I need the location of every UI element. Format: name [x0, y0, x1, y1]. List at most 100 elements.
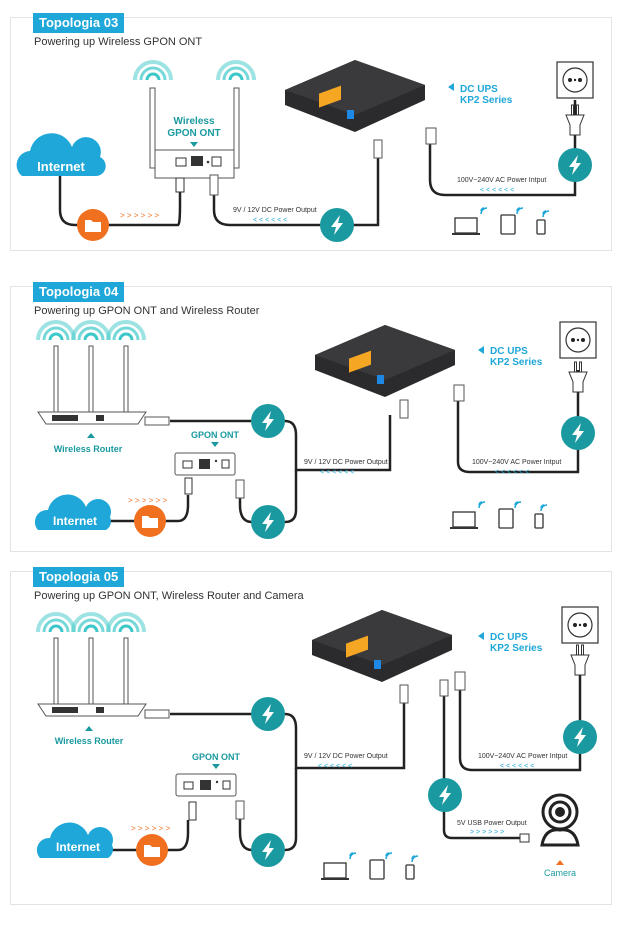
- dc-ups-label-line1: DC UPS: [490, 632, 528, 643]
- gpon-ont-icon: [174, 452, 236, 476]
- panel-subtitle: Powering up GPON ONT and Wireless Router: [34, 305, 260, 317]
- dc-output-label: 9V / 12V DC Power Output: [304, 459, 388, 466]
- lightning-bolt-icon: [561, 416, 595, 450]
- dc-flow-arrows: < < < < < <: [253, 217, 287, 224]
- panel-subtitle: Powering up GPON ONT, Wireless Router an…: [34, 590, 304, 602]
- dc-output-label: 9V / 12V DC Power Output: [304, 753, 388, 760]
- dc-flow-arrows: < < < < < <: [318, 763, 352, 770]
- data-flow-arrows: > > > > > >: [120, 211, 159, 220]
- dc-plug-icon: [144, 416, 170, 426]
- data-flow-arrows: > > > > > >: [128, 496, 167, 505]
- internet-label: Internet: [53, 514, 97, 528]
- folder-icon: [134, 505, 166, 537]
- usb-output-label: 5V USB Power Output: [457, 820, 527, 827]
- dc-plug-icon: [373, 139, 383, 159]
- ac-input-cable: [458, 655, 582, 772]
- gpon-ont-label: GPON ONT: [191, 430, 240, 440]
- arrow-up-icon: [85, 726, 93, 731]
- ethernet-plug-icon: [188, 801, 197, 821]
- wireless-gpon-label-line1: Wireless: [173, 116, 214, 127]
- power-outlet-icon: [561, 606, 599, 644]
- folder-icon: [136, 834, 168, 866]
- internet-label: Internet: [56, 840, 100, 854]
- panel-badge: Topologia 04: [33, 282, 125, 302]
- ac-connector-icon: [453, 384, 465, 402]
- panel-topologia-03: Topologia 03 Powering up Wireless GPON O…: [10, 13, 612, 251]
- ac-connector-icon: [425, 127, 437, 145]
- dc-plug-icon: [399, 399, 409, 419]
- dc-plug-icon: [144, 709, 170, 719]
- arrow-down-icon: [212, 764, 220, 769]
- ac-input-label: 100V~240V AC Power Intput: [472, 459, 561, 466]
- arrow-left-icon: [478, 632, 484, 640]
- power-outlet-icon: [559, 321, 597, 359]
- dc-ups-icon: [315, 325, 455, 397]
- dc-ups-icon: [312, 610, 452, 682]
- dc-output-cable: [170, 700, 406, 770]
- internet-label: Internet: [37, 159, 85, 174]
- lightning-bolt-icon: [558, 148, 592, 182]
- dc-plug-icon: [235, 800, 245, 820]
- ac-input-cable: [428, 100, 577, 197]
- power-plug-icon: [570, 644, 590, 676]
- arrow-left-icon: [478, 346, 484, 354]
- gpon-ont-label: GPON ONT: [192, 752, 241, 762]
- client-devices-icon: [450, 502, 547, 528]
- panel-subtitle: Powering up Wireless GPON ONT: [34, 36, 203, 48]
- panel-badge: Topologia 05: [33, 567, 125, 587]
- webcam-icon: [540, 793, 580, 847]
- arrow-up-icon: [87, 433, 95, 438]
- internet-cable: [100, 820, 190, 852]
- ac-input-cable: [456, 370, 580, 474]
- lightning-bolt-icon: [251, 833, 285, 867]
- wireless-router-label: Wireless Router: [54, 444, 123, 454]
- internet-cable: [100, 495, 190, 523]
- data-flow-arrows: > > > > > >: [131, 824, 170, 833]
- dc-plug-icon: [235, 479, 245, 499]
- power-plug-icon: [568, 361, 588, 393]
- wireless-router-label: Wireless Router: [55, 736, 124, 746]
- dc-ups-label-line1: DC UPS: [460, 84, 498, 95]
- topology-04: Wireless Router GPON ONT Internet > > > …: [34, 321, 597, 539]
- wireless-router-icon: [38, 322, 146, 424]
- folder-icon: [77, 209, 109, 241]
- ethernet-plug-icon: [184, 477, 193, 495]
- power-outlet-icon: [556, 61, 594, 99]
- wireless-router-icon: [38, 614, 146, 716]
- dc-output-cable: [170, 415, 392, 472]
- ac-input-label: 100V~240V AC Power Intput: [457, 177, 546, 184]
- dc-output-label: 9V / 12V DC Power Output: [233, 207, 317, 214]
- dc-ups-icon: [285, 60, 425, 132]
- ac-flow-arrows: < < < < < <: [500, 763, 534, 770]
- arrow-down-icon: [190, 142, 198, 147]
- topology-05: Wireless Router GPON ONT Internet > > > …: [36, 606, 599, 879]
- arrow-left-icon: [448, 83, 454, 91]
- ac-flow-arrows: < < < < < <: [495, 469, 529, 476]
- internet-cloud-icon: Internet: [34, 494, 111, 530]
- topology-03: Internet > > > > > > Wireless GPON ONT D…: [16, 60, 594, 242]
- dc-ups-label-line2: KP2 Series: [490, 643, 543, 654]
- usb-plug-icon: [439, 679, 449, 697]
- lightning-bolt-icon: [251, 505, 285, 539]
- internet-cloud-icon: Internet: [16, 133, 106, 177]
- lightning-bolt-icon: [428, 778, 462, 812]
- wireless-gpon-ont-icon: [133, 60, 256, 196]
- usb-flow-arrows: > > > > > >: [470, 829, 504, 836]
- panel-badge: Topologia 03: [33, 13, 125, 33]
- dc-ups-label-line2: KP2 Series: [490, 357, 543, 368]
- ac-input-label: 100V~240V AC Power Intput: [478, 753, 567, 760]
- dc-ups-label-line2: KP2 Series: [460, 95, 513, 106]
- camera-label: Camera: [544, 868, 576, 878]
- ac-flow-arrows: < < < < < <: [480, 187, 514, 194]
- dc-plug-icon: [399, 684, 409, 704]
- dc-flow-arrows: < < < < < <: [320, 469, 354, 476]
- lightning-bolt-icon: [563, 720, 597, 754]
- lightning-bolt-icon: [320, 208, 354, 242]
- dc-ups-label-line1: DC UPS: [490, 346, 528, 357]
- arrow-down-icon: [211, 442, 219, 447]
- lightning-bolt-icon: [251, 404, 285, 438]
- lightning-bolt-icon: [251, 697, 285, 731]
- dc-output-cable: [212, 150, 380, 227]
- internet-cloud-icon: Internet: [36, 822, 113, 858]
